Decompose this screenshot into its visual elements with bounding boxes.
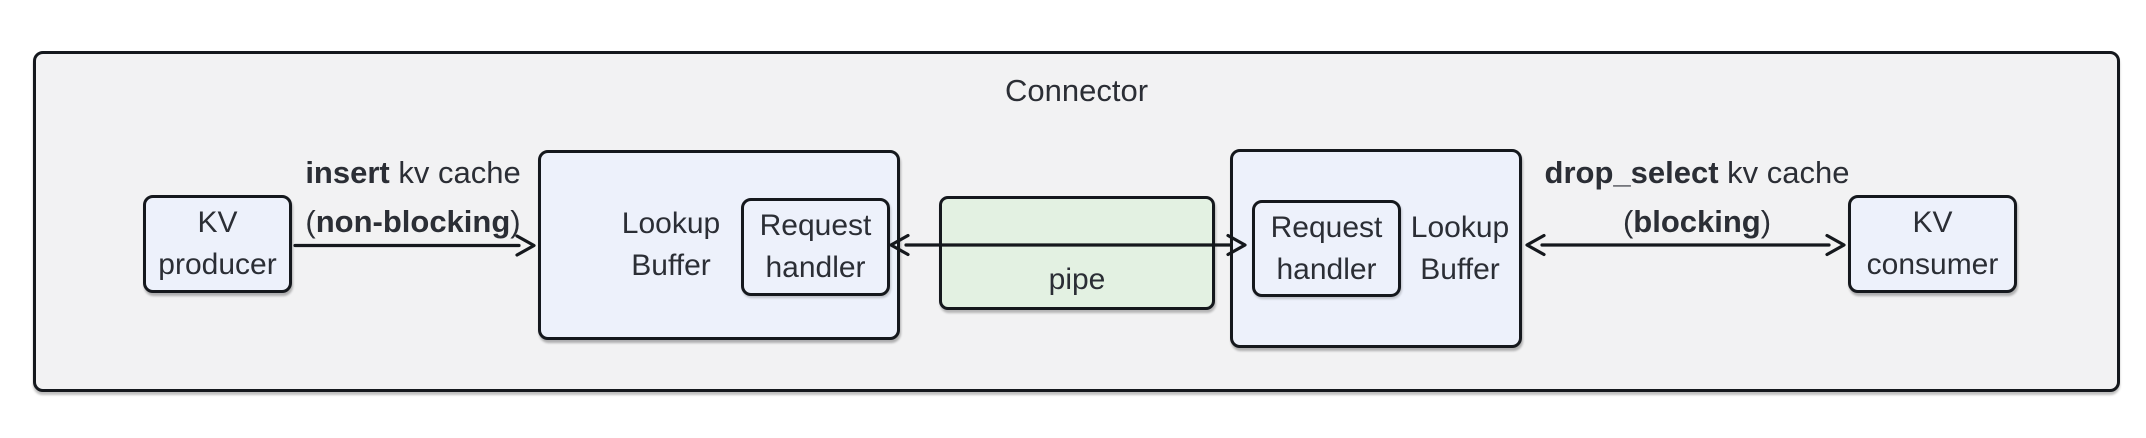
lookup-buffer-right-label-line2: Buffer bbox=[1420, 252, 1500, 286]
kv-producer-label: KV producer bbox=[158, 202, 276, 286]
request-handler-left-label-line2: handler bbox=[765, 251, 866, 284]
kv-consumer-label: KV consumer bbox=[1867, 202, 1999, 286]
insert-paren-close: ) bbox=[510, 204, 521, 239]
kv-producer-label-line1: KV bbox=[197, 206, 238, 239]
drop-select-mode-text: blocking bbox=[1633, 204, 1761, 239]
kv-producer-label-line2: producer bbox=[158, 248, 277, 281]
insert-edge-label-line1: insert kv cache bbox=[305, 148, 520, 197]
lookup-buffer-left-label-line2: Buffer bbox=[631, 249, 711, 282]
insert-op-text: insert bbox=[305, 155, 390, 190]
lookup-buffer-left-label-line1: Lookup bbox=[621, 207, 721, 240]
drop-select-paren-close: ) bbox=[1760, 204, 1772, 239]
pipe-label: pipe bbox=[1048, 263, 1106, 296]
request-handler-left-label: Request handler bbox=[760, 205, 872, 289]
request-handler-right-label-line2: handler bbox=[1276, 252, 1377, 286]
drop-select-paren-open: ( bbox=[1622, 204, 1634, 239]
insert-mode-text: non-blocking bbox=[315, 204, 511, 239]
pipe-node: pipe bbox=[939, 196, 1215, 310]
insert-rest-text: kv cache bbox=[389, 155, 521, 190]
request-handler-right-label: Request handler bbox=[1271, 207, 1383, 291]
insert-paren-open: ( bbox=[305, 204, 316, 239]
request-handler-right-label-line1: Request bbox=[1270, 210, 1383, 244]
request-handler-right-node: Request handler bbox=[1252, 200, 1401, 297]
drop-select-edge-label-line1: drop_select kv cache bbox=[1545, 148, 1850, 197]
kv-producer-node: KV producer bbox=[143, 195, 292, 293]
drop-select-rest-text: kv cache bbox=[1718, 155, 1850, 190]
lookup-buffer-left-label: Lookup Buffer bbox=[581, 203, 761, 287]
drop-select-edge-label-line2: (blocking) bbox=[1623, 197, 1771, 246]
kv-consumer-label-line2: consumer bbox=[1866, 248, 1999, 281]
lookup-buffer-left-node: Lookup Buffer Request handler bbox=[538, 150, 900, 340]
kv-consumer-node: KV consumer bbox=[1848, 195, 2017, 293]
lookup-buffer-right-node: Request handler Lookup Buffer bbox=[1230, 149, 1522, 348]
insert-edge-label-line2: (non-blocking) bbox=[305, 197, 520, 246]
lookup-buffer-right-label: Lookup Buffer bbox=[1400, 207, 1520, 291]
lookup-buffer-right-label-line1: Lookup bbox=[1410, 210, 1510, 244]
kv-consumer-label-line1: KV bbox=[1912, 206, 1953, 239]
request-handler-left-node: Request handler bbox=[741, 198, 890, 296]
connector-title: Connector bbox=[1004, 73, 1149, 108]
request-handler-left-label-line1: Request bbox=[759, 209, 872, 242]
drop-select-op-text: drop_select bbox=[1544, 155, 1719, 190]
